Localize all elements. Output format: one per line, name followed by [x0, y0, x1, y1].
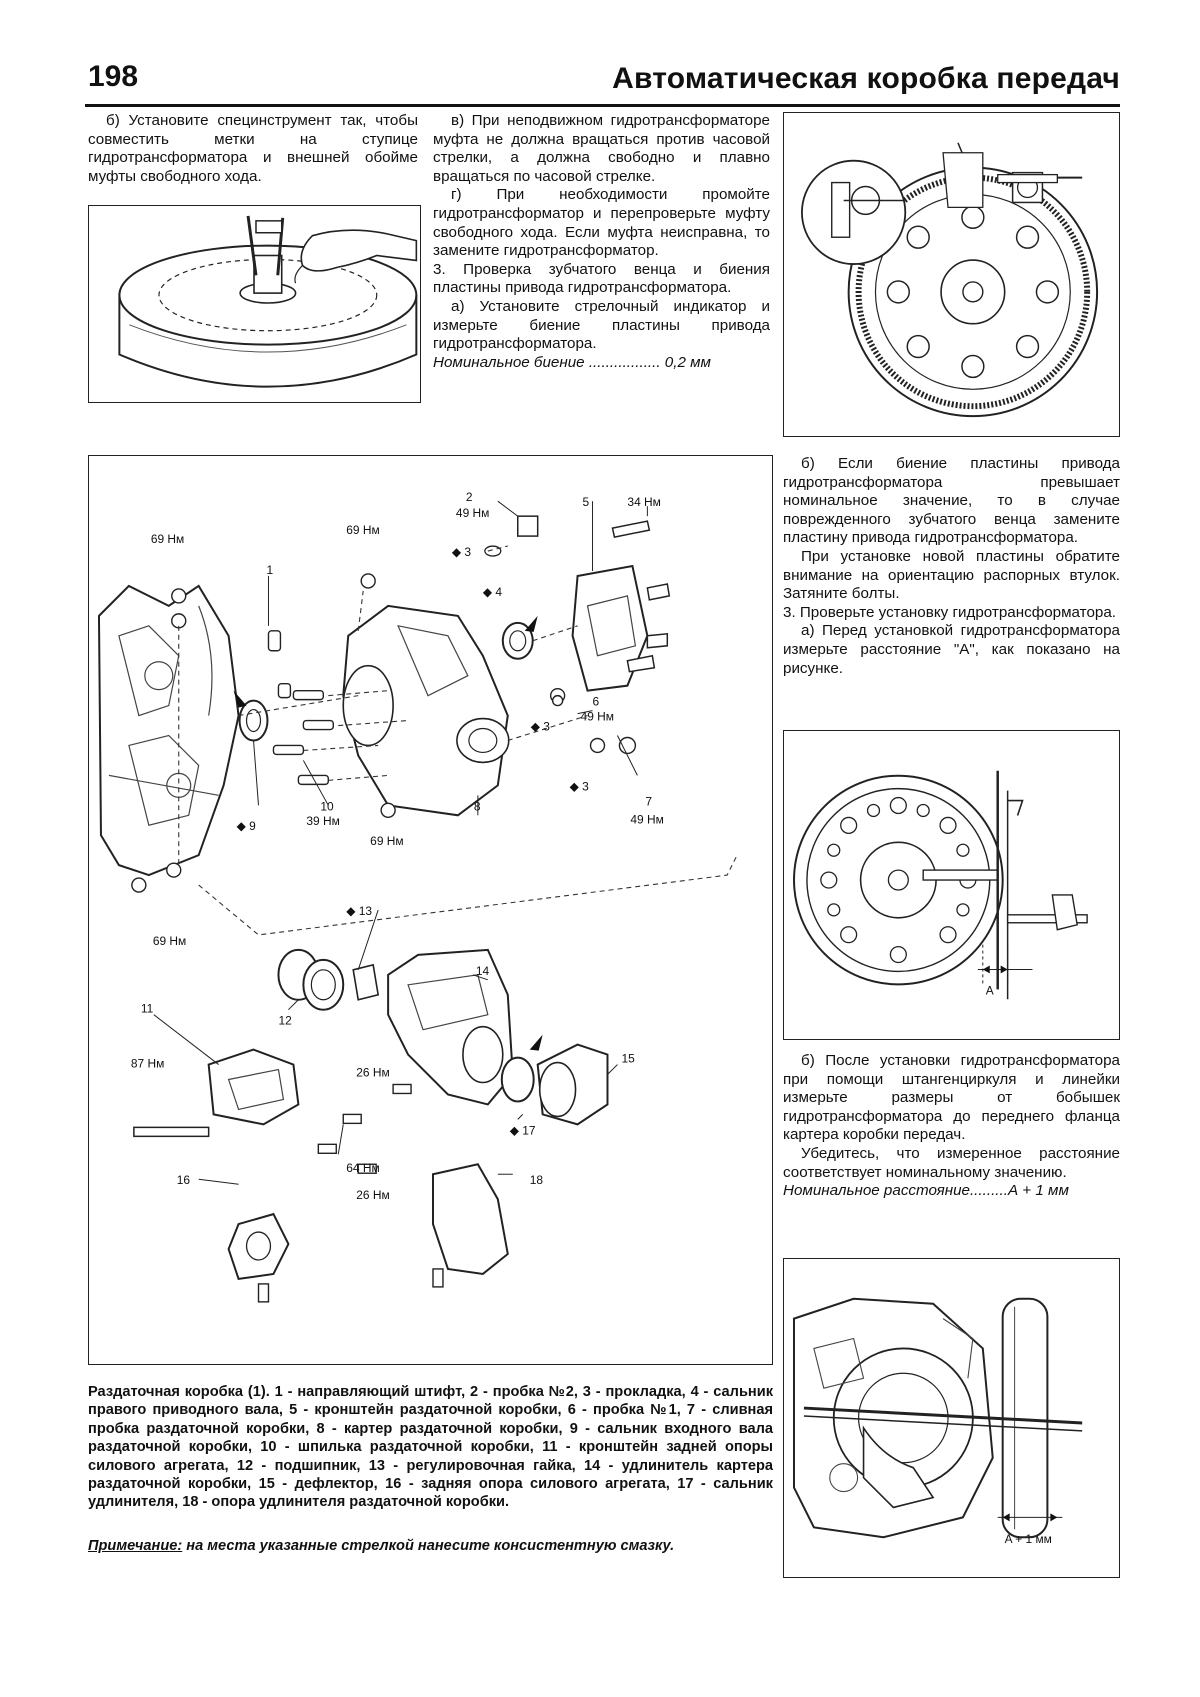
note: Примечание: на места указанные стрелкой …: [88, 1537, 773, 1555]
nominal-runout-spec: Номинальное биение ................. 0,2…: [433, 353, 711, 371]
step-b3-paragraph: б) После установки гидротрансформатора п…: [783, 1052, 1120, 1144]
header-rule: [85, 104, 1120, 107]
torque-49-7-label: 49 Нм: [630, 812, 663, 826]
step-v-paragraph: в) При неподвижном гидротрансформаторе м…: [433, 112, 770, 185]
col2-text: в) При неподвижном гидротрансформаторе м…: [433, 112, 770, 372]
page-number: 198: [88, 60, 139, 93]
torque-69-d-label: 69 Нм: [153, 934, 186, 948]
part-10-label: 10: [320, 799, 334, 813]
part-3b-label: ◆ 3: [531, 720, 551, 734]
part-17-label: ◆ 17: [510, 1123, 536, 1137]
step-g-paragraph: г) При необходимости промойте гидротранс…: [433, 186, 770, 260]
part-14-label: 14: [476, 964, 490, 978]
part-9-label: ◆ 9: [237, 819, 257, 833]
step-3-heading: 3. Проверка зубчатого венца и биения пла…: [433, 260, 770, 297]
part-2-label: 2: [466, 490, 473, 504]
figure-torque-converter-tool: [88, 205, 421, 403]
step-a-paragraph: а) Установите стрелочный индикатор и изм…: [433, 297, 770, 353]
torque-49-2-label: 49 Нм: [456, 506, 489, 520]
torque-69-b-label: 69 Нм: [346, 523, 379, 537]
part-3a-label: ◆ 3: [452, 545, 472, 559]
part-11-label: 11: [141, 1002, 154, 1016]
figure-distance-a: A: [783, 730, 1120, 1040]
note-label: Примечание:: [88, 1538, 183, 1554]
part-3c-label: ◆ 3: [570, 779, 590, 793]
col3-text-upper: б) Если биение пластины привода гидротра…: [783, 455, 1120, 678]
part-5-label: 5: [583, 495, 590, 509]
distance-a-plus-1-label: A + 1 мм: [1005, 1532, 1052, 1546]
nominal-distance-spec: Номинальное расстояние.........А + 1 мм: [783, 1182, 1069, 1200]
page-title: Автоматическая коробка передач: [612, 62, 1120, 95]
distance-a-plus-1-drawing: A + 1 мм: [792, 1297, 1083, 1546]
figure-distance-a-plus-1: A + 1 мм: [783, 1258, 1120, 1578]
transfer-case-exploded-drawing: 69 Нм 69 Нм 2 49 Нм 34 Нм 5 ◆ 3 1 ◆ 4 6 …: [97, 490, 738, 1303]
torque-87-label: 87 Нм: [131, 1057, 164, 1071]
note-text: на места указанные стрелкой нанесите кон…: [182, 1538, 675, 1554]
torque-69-a-label: 69 Нм: [151, 532, 184, 546]
distance-a-label: A: [986, 983, 994, 997]
part-7-label: 7: [645, 794, 652, 808]
step-b4-paragraph: Убедитесь, что измеренное расстояние соо…: [783, 1144, 1120, 1181]
torque-26-b-label: 26 Нм: [356, 1188, 389, 1202]
part-18-label: 18: [530, 1173, 544, 1187]
figure-transfer-case-exploded: 69 Нм 69 Нм 2 49 Нм 34 Нм 5 ◆ 3 1 ◆ 4 6 …: [88, 455, 773, 1365]
part-12-label: 12: [278, 1014, 292, 1028]
torque-26-a-label: 26 Нм: [356, 1066, 389, 1080]
col1-text: б) Установите специнструмент так, чтобы …: [88, 112, 418, 186]
col3-text-lower: б) После установки гидротрансформатора п…: [783, 1052, 1120, 1201]
torque-39-label: 39 Нм: [306, 814, 339, 828]
torque-34-label: 34 Нм: [627, 495, 660, 509]
torque-69-c-label: 69 Нм: [370, 834, 403, 848]
step-b2-paragraph: При установке новой пластины обратите вн…: [783, 547, 1120, 603]
figure-drive-plate-indicator: [783, 112, 1120, 437]
step-3-check-heading: 3. Проверьте установку гидротрансформато…: [783, 603, 1117, 621]
part-15-label: 15: [621, 1052, 635, 1066]
distance-a-drawing: A: [793, 770, 1088, 1000]
torque-converter-tool-drawing: [118, 215, 418, 388]
part-13-label: ◆ 13: [346, 904, 372, 918]
step-b-paragraph: б) Установите специнструмент так, чтобы …: [88, 112, 418, 185]
part-16-label: 16: [177, 1173, 191, 1187]
step-a-distance-paragraph: а) Перед установкой гидротрансформатора …: [783, 622, 1120, 677]
part-8-label: 8: [474, 799, 481, 813]
torque-49-6-label: 49 Нм: [581, 710, 614, 724]
torque-64-label: 64 Нм: [346, 1161, 379, 1175]
part-1-label: 1: [266, 563, 273, 577]
drive-plate-indicator-drawing: [801, 142, 1099, 418]
step-b1-paragraph: б) Если биение пластины привода гидротра…: [783, 455, 1120, 547]
figure-caption: Раздаточная коробка (1). 1 - направляющи…: [88, 1384, 773, 1511]
part-4-label: ◆ 4: [483, 585, 503, 599]
part-6-label: 6: [593, 695, 600, 709]
